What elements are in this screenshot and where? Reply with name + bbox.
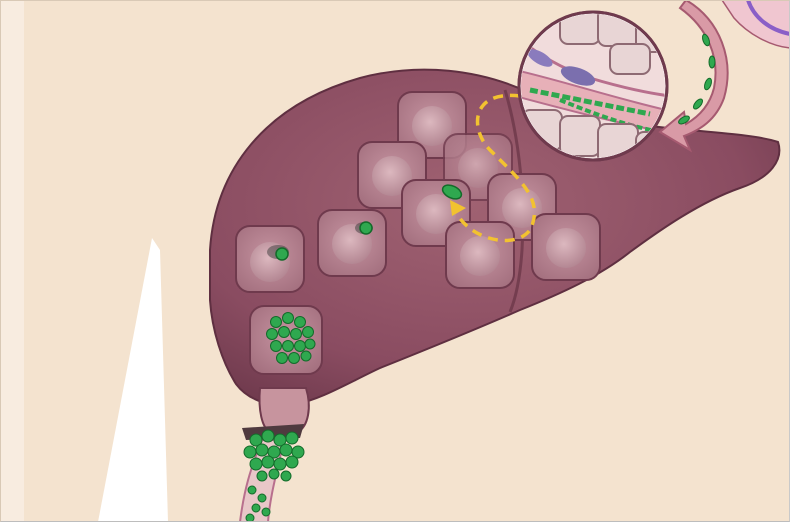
parasite-trophozoite — [360, 222, 372, 234]
hepatocyte — [236, 226, 304, 292]
white-wedge — [98, 238, 168, 522]
hepatocyte — [318, 210, 386, 276]
parasite-trophozoite — [276, 248, 288, 260]
left-strip — [0, 0, 24, 522]
hepatocyte-schizont — [250, 306, 322, 374]
hepatocyte — [532, 214, 600, 280]
hepatocyte — [446, 222, 514, 288]
skin-tissue — [722, 0, 790, 48]
entry-arrow — [660, 0, 728, 150]
